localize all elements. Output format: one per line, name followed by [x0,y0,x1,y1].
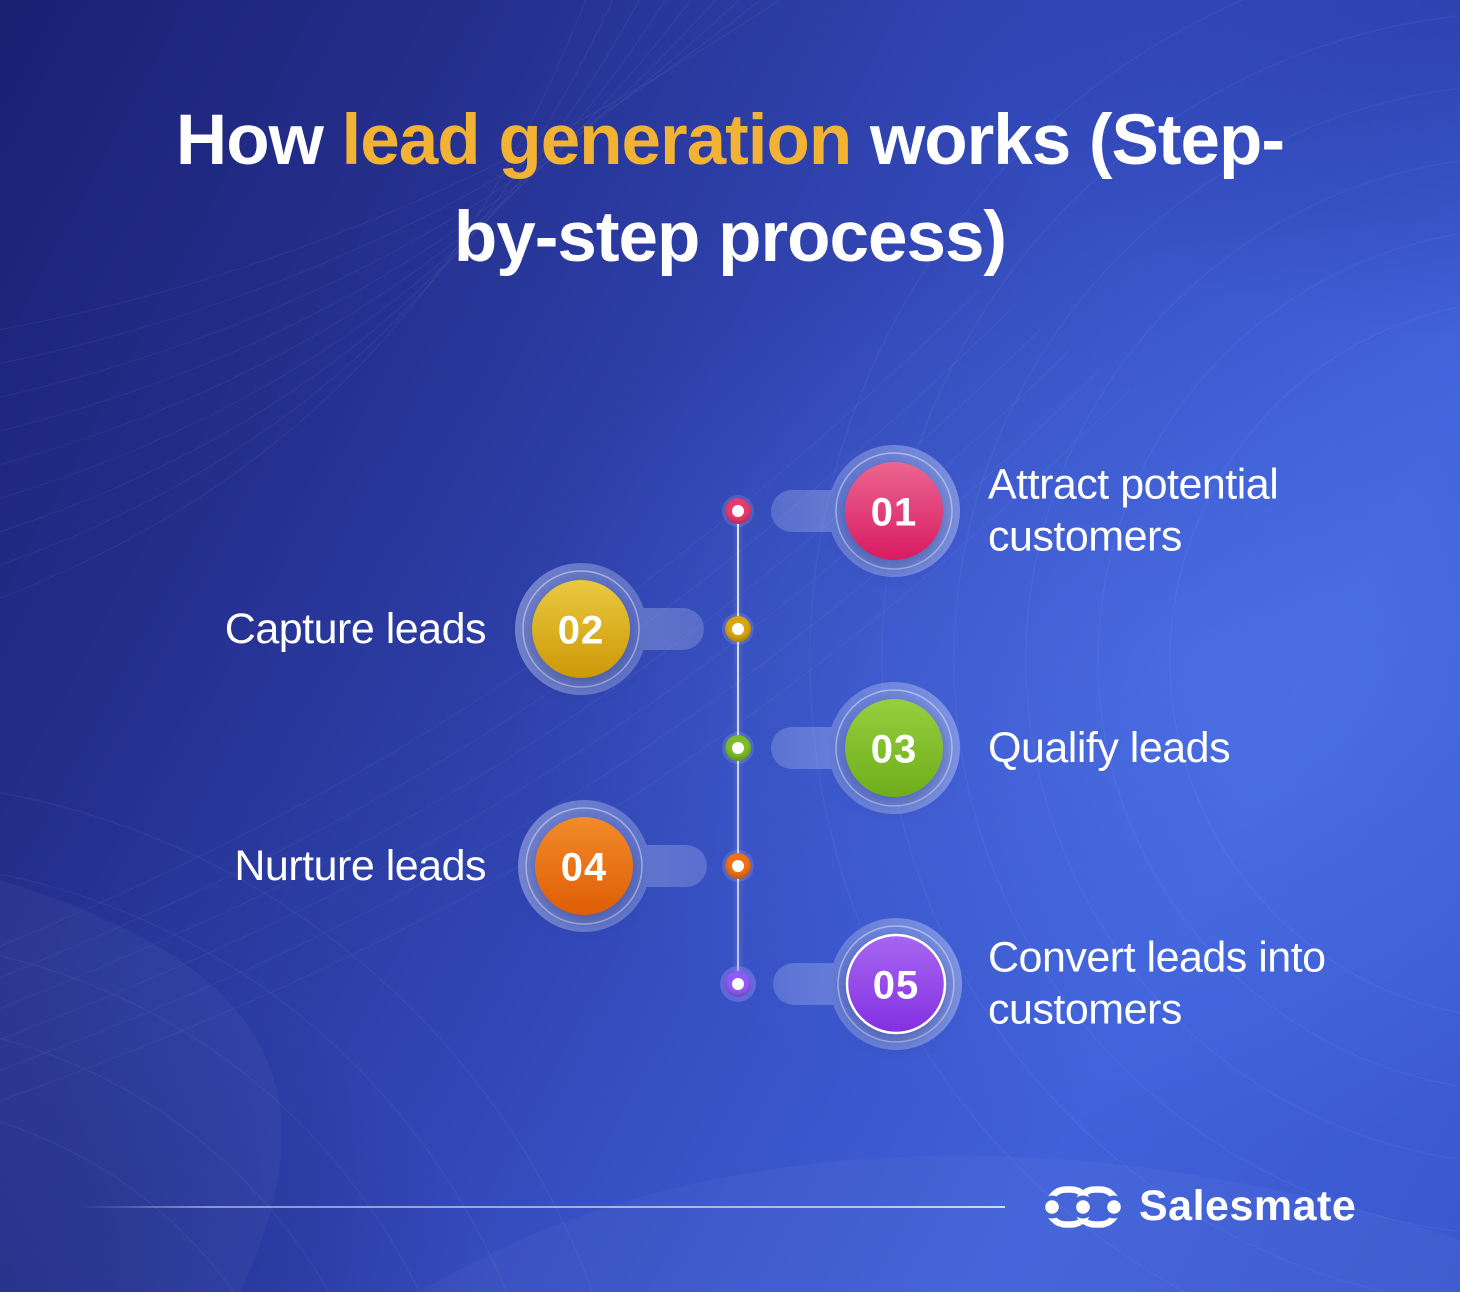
chain-links-icon [1045,1185,1121,1228]
step-circle [845,462,943,560]
step-number: 03 [871,727,918,771]
title-text-after: works (Step- [851,101,1285,180]
step-04-label: Nurture leads [106,840,486,892]
step-03-label: Qualify leads [988,722,1368,774]
step-04-badge: 04 [518,800,707,932]
step-ring [835,689,953,807]
salesmate-logo: Salesmate [1044,1182,1356,1231]
step-ring [525,807,643,925]
step-03-badge: 03 [771,682,960,814]
timeline-dot-05 [725,971,751,997]
step-label-line: Nurture leads [234,841,486,890]
timeline-dot-03 [725,735,751,761]
timeline-dot-04 [725,853,751,879]
step-ring [837,925,955,1043]
step-label-line: Capture leads [224,604,487,653]
step-label-line: Attract potential [988,460,1279,509]
step-circle [845,699,943,797]
step-circle [535,817,633,915]
step-number: 05 [873,963,920,1007]
timeline-dot-core [732,742,744,754]
timeline-dot-02 [725,616,751,642]
title-text-before: How [175,101,342,180]
step-circle [532,580,630,678]
step-01-badge: 01 [771,445,960,577]
title-second-line: by-step process) [453,198,1007,278]
step-number: 02 [558,608,605,652]
step-02-badge: 02 [515,563,704,695]
timeline-dot-core [732,978,744,990]
timeline-dot-core [732,860,744,872]
step-05-badge: 05 [773,918,962,1050]
step-number: 01 [871,490,918,534]
step-label-line: customers [988,986,1182,1034]
title-highlight: lead generation [341,101,853,180]
timeline-dot-core [732,505,744,517]
step-label-line: Convert leads into [988,933,1326,982]
step-label-line: customers [988,513,1182,561]
timeline-dot-core [732,623,744,635]
step-ring [835,452,953,570]
step-ring [522,570,640,688]
timeline-dot-01 [725,498,751,524]
step-label-line: Qualify leads [988,723,1231,772]
footer-divider [80,1206,1005,1208]
step-02-label: Capture leads [106,603,487,655]
step-circle [845,933,947,1035]
page-title: How lead generation works (Step- by-step… [0,92,1460,287]
step-number: 04 [561,845,608,889]
brand-wordmark: Salesmate [1139,1182,1357,1230]
